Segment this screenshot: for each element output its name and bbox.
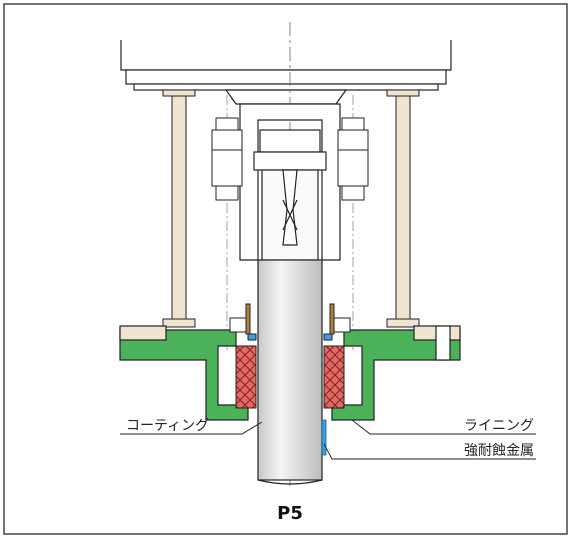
label-lining: ライニング [464, 418, 534, 434]
model-label: P5 [277, 503, 303, 524]
vessel-top-plate [120, 40, 452, 105]
nozzle-flange [119, 325, 461, 421]
gland-bolts [229, 303, 351, 341]
right-bolt-stack [337, 117, 369, 201]
support-columns [162, 89, 420, 328]
label-coating: コーティング [126, 418, 209, 434]
label-alloy: 強耐蝕金属 [464, 442, 534, 459]
alloy-sleeve [321, 419, 327, 456]
leader-lines [120, 419, 536, 460]
gland-packing [235, 345, 345, 409]
shaft-bottom-end [257, 479, 323, 485]
coupling-housing [239, 103, 341, 261]
left-bolt-stack [211, 117, 243, 201]
agitator-shaft [257, 259, 323, 481]
